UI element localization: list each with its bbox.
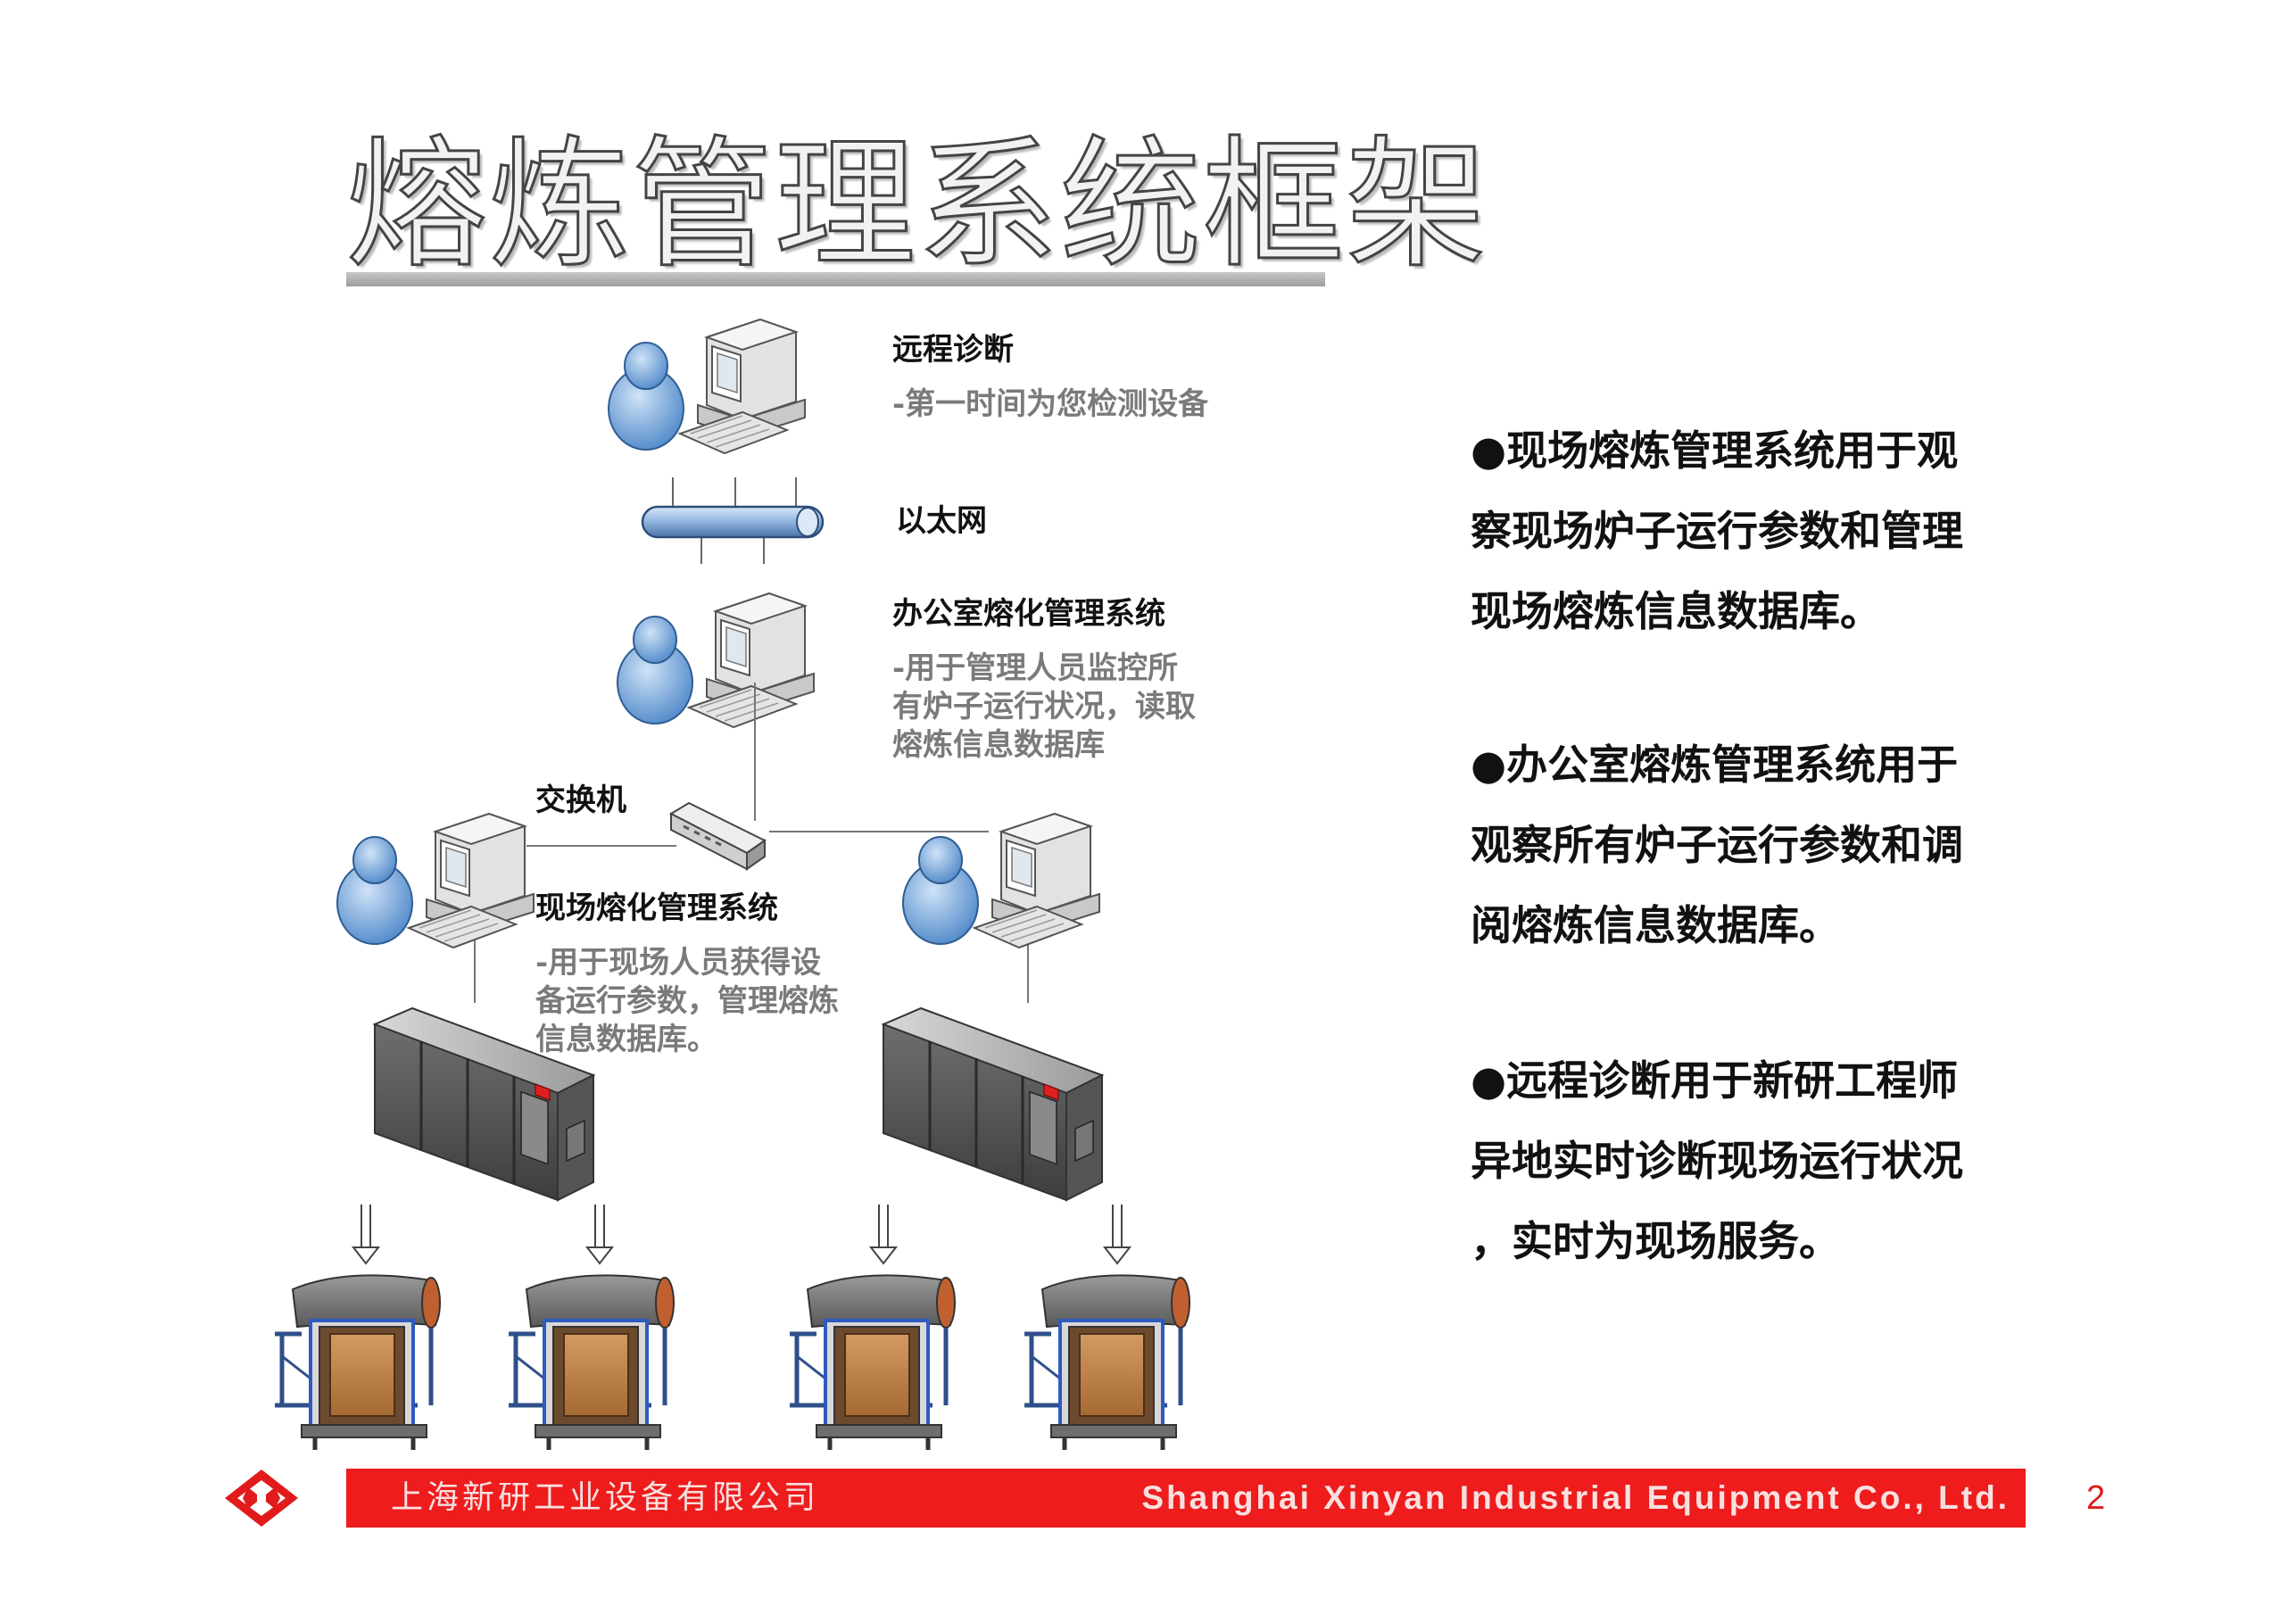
site-workstation-left-icon [336, 813, 535, 948]
bullet-line: ●办公室熔炼管理系统用于 [1471, 741, 1959, 789]
bullet-line: 异地实时诊断现场运行状况 [1471, 1137, 1963, 1185]
office-workstation-icon [617, 592, 815, 728]
furnace-3-icon [790, 1275, 955, 1450]
remote-label: 远程诊断 [892, 332, 1014, 368]
company-logo-icon [225, 1470, 298, 1527]
switch-icon [668, 801, 767, 871]
ethernet-label: 以太网 [896, 503, 987, 539]
furnace-2-icon [509, 1275, 674, 1450]
bullet-line: ●现场熔炼管理系统用于观 [1471, 426, 1959, 475]
company-name-en: Shanghai Xinyan Industrial Equipment Co.… [1141, 1479, 2010, 1516]
bullet-line: ，实时为现场服务。 [1471, 1217, 1840, 1265]
footer-bar: 上海新研工业设备有限公司 Shanghai Xinyan Industrial … [346, 1469, 2026, 1528]
furnace-1-icon [275, 1275, 440, 1450]
office-desc-line-1: -用于管理人员监控所 [892, 650, 1179, 686]
site-workstation-right-icon [902, 813, 1100, 948]
network-lines [474, 683, 1029, 1003]
page-title: 熔炼管理系统框架 [345, 123, 1488, 287]
arrow-down-icon [870, 1204, 897, 1264]
office-desc-line-3: 熔炼信息数据库 [892, 727, 1105, 763]
bullet-line: ●远程诊断用于新研工程师 [1471, 1056, 1959, 1105]
arrow-down-icon [586, 1204, 613, 1264]
remote-desc: -第一时间为您检测设备 [892, 386, 1209, 422]
ethernet-pipe-icon [641, 477, 825, 564]
company-name-cn: 上海新研工业设备有限公司 [391, 1479, 820, 1516]
office-label: 办公室熔化管理系统 [892, 596, 1165, 632]
remote-workstation-icon [608, 319, 806, 454]
title-underline [346, 272, 1325, 286]
site-label: 现场熔化管理系统 [535, 890, 778, 926]
bullet-remote-diagnosis: ●远程诊断用于新研工程师 异地实时诊断现场运行状况 ，实时为现场服务。 [1471, 1040, 2042, 1281]
site-desc-line-1: -用于现场人员获得设 [535, 945, 822, 981]
page-number: 2 [2086, 1479, 2106, 1517]
control-cabinet-right-icon [882, 1006, 1104, 1202]
office-desc-line-2: 有炉子运行状况，读取 [892, 689, 1196, 725]
bullet-line: 现场熔炼信息数据库。 [1471, 587, 1881, 635]
arrow-down-icon [352, 1204, 379, 1264]
site-desc-line-3: 信息数据库。 [535, 1022, 717, 1057]
bullet-line: 阅熔炼信息数据库。 [1471, 901, 1840, 949]
bullet-site-system: ●现场熔炼管理系统用于观 察现场炉子运行参数和管理 现场熔炼信息数据库。 [1471, 410, 2042, 651]
bullet-line: 观察所有炉子运行参数和调 [1471, 821, 1963, 869]
bullet-office-system: ●办公室熔炼管理系统用于 观察所有炉子运行参数和调 阅熔炼信息数据库。 [1471, 725, 2042, 965]
bullet-line: 察现场炉子运行参数和管理 [1471, 507, 1963, 555]
arrow-down-icon [1104, 1204, 1131, 1264]
switch-label: 交换机 [535, 783, 626, 818]
site-desc-line-2: 备运行参数，管理熔炼 [535, 983, 839, 1019]
furnace-4-icon [1024, 1275, 1189, 1450]
